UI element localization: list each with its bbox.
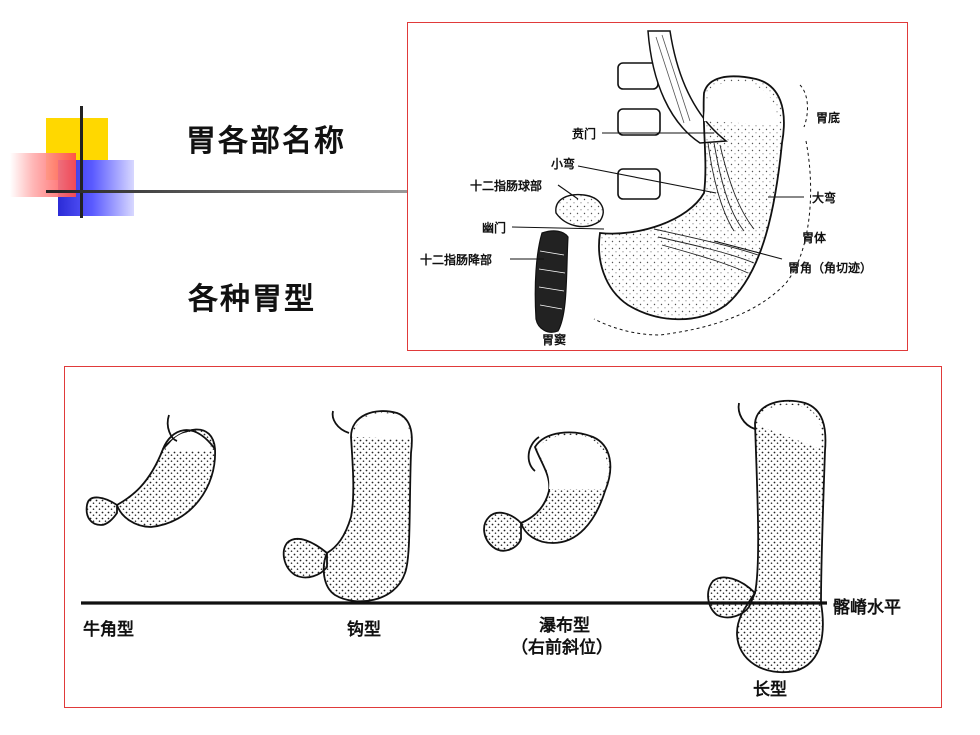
label-cascade-position: （右前斜位） [511,638,613,658]
label-body: 胃体 [802,231,827,245]
label-long: 长型 [753,680,787,700]
stomach-types-drawing [81,399,827,674]
title-rule [46,190,410,193]
steer-horn-stomach [85,414,216,528]
descending-duodenum [534,230,569,333]
label-steer-horn: 牛角型 [83,620,134,640]
vertebrae [617,62,661,200]
cascade-stomach [483,431,612,552]
label-cascade: 瀑布型 [539,616,590,636]
deco-vertical-line [80,106,83,218]
page-title: 胃各部名称 [186,124,346,159]
label-antrum: 胃窦 [542,333,567,347]
duodenal-bulb [555,193,604,228]
label-cardia: 贲门 [572,127,597,141]
label-pylorus: 幽门 [482,221,507,235]
stomach-body [598,75,785,321]
long-stomach [707,399,827,674]
label-angular-notch: 胃角（角切迹） [788,261,873,275]
stomach-types-panel: 牛角型 钩型 瀑布型 （右前斜位） 长型 髂嵴水平 [64,366,942,708]
label-duodenal-bulb: 十二指肠球部 [470,179,543,193]
label-iliac-crest: 髂嵴水平 [833,598,901,618]
deco-red-square [10,153,76,197]
label-fundus: 胃底 [816,111,841,125]
slide-decoration [0,100,140,230]
hook-stomach [282,410,413,603]
label-hook: 钩型 [347,620,381,640]
section-title-types: 各种胃型 [188,282,316,317]
label-descending-duodenum: 十二指肠降部 [420,253,493,267]
stomach-anatomy-panel: 胃底 贲门 小弯 十二指肠球部 大弯 幽门 胃体 十二指肠降部 胃角（角切迹） … [407,22,908,351]
label-greater-curvature: 大弯 [812,191,837,205]
label-lesser-curvature: 小弯 [551,157,576,171]
stomach-anatomy-drawing [510,30,812,336]
